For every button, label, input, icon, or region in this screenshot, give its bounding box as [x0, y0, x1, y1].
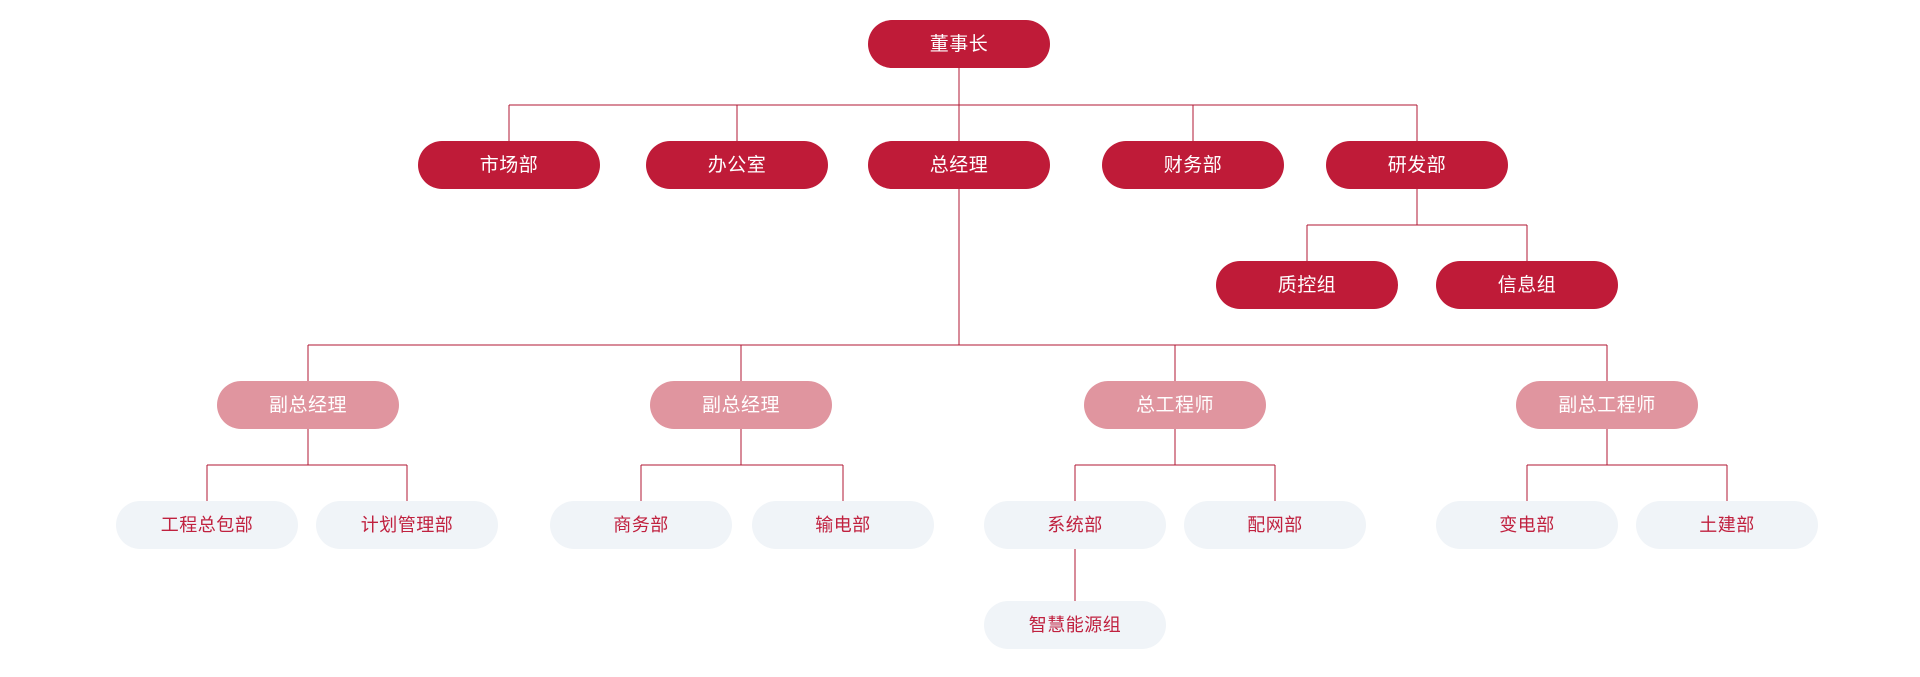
org-node-n17[interactable]: 系统部 [984, 501, 1166, 549]
org-node-n3[interactable]: 办公室 [646, 141, 828, 189]
org-node-n1[interactable]: 董事长 [868, 20, 1050, 68]
org-node-n14[interactable]: 计划管理部 [316, 501, 498, 549]
org-node-n13[interactable]: 工程总包部 [116, 501, 298, 549]
org-node-label: 副总经理 [701, 394, 780, 416]
org-node-label: 信息组 [1497, 274, 1557, 296]
org-node-n12[interactable]: 副总工程师 [1516, 381, 1698, 429]
org-node-label: 研发部 [1387, 154, 1447, 176]
org-node-label: 智慧能源组 [1028, 615, 1122, 635]
org-node-n4[interactable]: 总经理 [868, 141, 1050, 189]
org-node-label: 土建部 [1699, 515, 1755, 535]
org-node-label: 系统部 [1047, 515, 1103, 535]
org-node-label: 总工程师 [1135, 394, 1214, 416]
org-node-label: 质控组 [1277, 274, 1337, 296]
org-node-n8[interactable]: 信息组 [1436, 261, 1618, 309]
org-node-n21[interactable]: 智慧能源组 [984, 601, 1166, 649]
org-node-label: 副总经理 [268, 394, 347, 416]
org-node-label: 副总工程师 [1558, 394, 1656, 416]
org-node-label: 配网部 [1247, 515, 1303, 535]
org-node-label: 商务部 [613, 515, 669, 535]
org-node-label: 工程总包部 [160, 515, 254, 535]
org-node-n19[interactable]: 变电部 [1436, 501, 1618, 549]
org-node-n5[interactable]: 财务部 [1102, 141, 1284, 189]
org-node-n2[interactable]: 市场部 [418, 141, 600, 189]
org-node-n16[interactable]: 输电部 [752, 501, 934, 549]
org-node-label: 计划管理部 [360, 515, 454, 535]
org-node-label: 办公室 [707, 154, 767, 176]
org-node-label: 财务部 [1163, 154, 1223, 176]
org-node-label: 总经理 [929, 154, 989, 176]
org-node-n15[interactable]: 商务部 [550, 501, 732, 549]
org-node-label: 董事长 [929, 33, 989, 55]
org-node-n20[interactable]: 土建部 [1636, 501, 1818, 549]
org-node-n10[interactable]: 副总经理 [650, 381, 832, 429]
org-node-label: 输电部 [815, 515, 871, 535]
org-node-n6[interactable]: 研发部 [1326, 141, 1508, 189]
org-node-n9[interactable]: 副总经理 [217, 381, 399, 429]
org-node-n11[interactable]: 总工程师 [1084, 381, 1266, 429]
org-node-n7[interactable]: 质控组 [1216, 261, 1398, 309]
org-node-n18[interactable]: 配网部 [1184, 501, 1366, 549]
org-node-label: 市场部 [479, 154, 539, 176]
org-node-label: 变电部 [1499, 515, 1555, 535]
